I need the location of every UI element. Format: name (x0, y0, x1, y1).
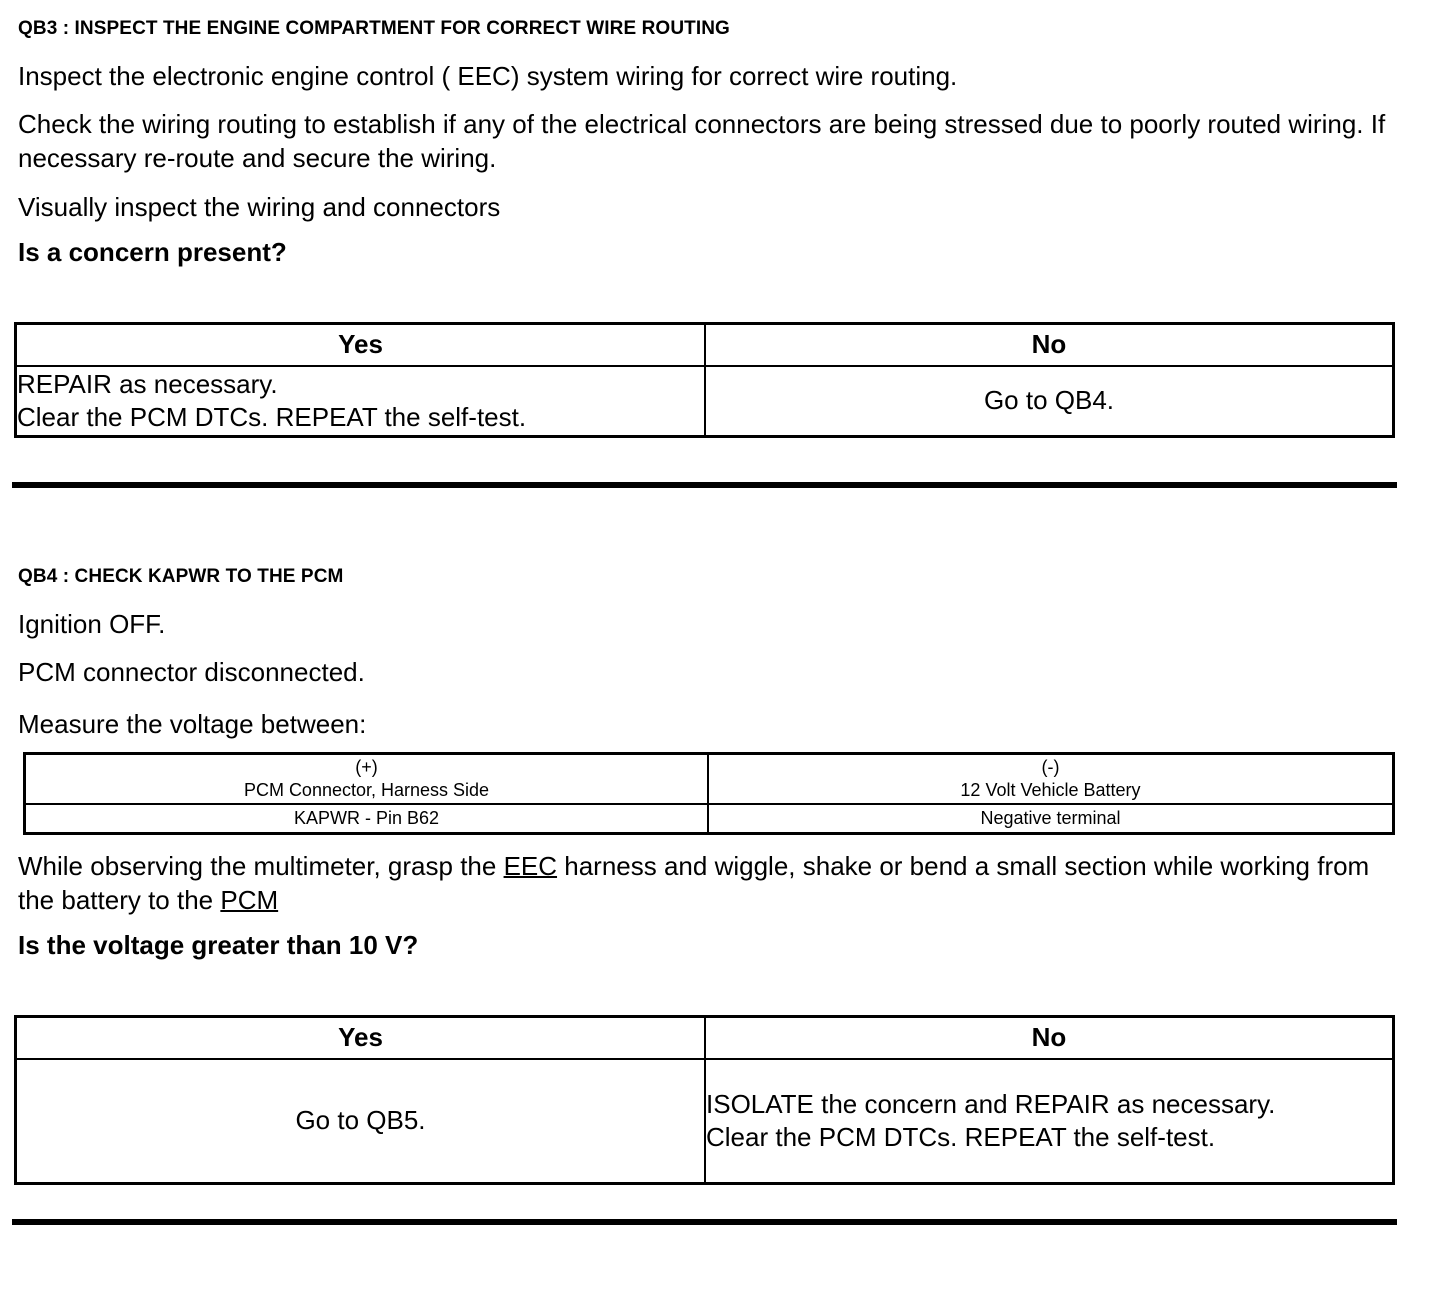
table-header-row: Yes No (14, 322, 1395, 367)
section-divider-rule-bottom (12, 1219, 1397, 1225)
procedure-text-segment: harness and wiggle, shake or bend a smal… (18, 850, 1370, 915)
measurement-source-positive: PCM Connector, Harness Side (243, 779, 490, 800)
voltage-measurement-table: (+) PCM Connector, Harness Side (-) 12 V… (23, 751, 1395, 835)
procedure-paragraph: While observing the multimeter, grasp th… (18, 849, 1408, 918)
table-header-row: Yes No (14, 1015, 1395, 1060)
section-divider-rule (12, 481, 1397, 488)
decision-cell-no: ISOLATE the concern and REPAIR as necess… (704, 1058, 1395, 1185)
measurement-positive-header: (+) PCM Connector, Harness Side (23, 752, 709, 805)
instruction-line: Ignition OFF. (18, 608, 166, 639)
decision-table-qb4: Yes No Go to QB5. ISOLATE the concern an… (14, 1015, 1395, 1185)
measurement-negative-header: (-) 12 Volt Vehicle Battery (706, 752, 1395, 805)
decision-text-line: Go to QB5. (295, 1105, 426, 1136)
decision-text-line: Go to QB4. (983, 385, 1115, 416)
column-header-yes: Yes (14, 322, 706, 367)
polarity-label-positive: (+) (355, 757, 378, 778)
decision-text-line: ISOLATE the concern and REPAIR as necess… (706, 1088, 1276, 1119)
decision-text-line: Clear the PCM DTCs. REPEAT the self-test… (706, 1122, 1216, 1152)
instruction-line: Visually inspect the wiring and connecto… (18, 191, 501, 222)
decision-cell-no: Go to QB4. (704, 364, 1395, 438)
procedure-text-segment: While observing the multimeter, grasp th… (18, 850, 504, 881)
instruction-line: Inspect the electronic engine control ( … (18, 60, 958, 91)
instruction-line: Measure the voltage between: (18, 709, 367, 740)
step-question-qb3: Is a concern present? (18, 237, 287, 268)
step-section-qb3: QB3 : INSPECT THE ENGINE COMPARTMENT FOR… (12, 0, 1426, 488)
measurement-point-negative: Negative terminal (706, 802, 1395, 835)
instruction-line: Check the wiring routing to establish if… (18, 109, 1386, 174)
decision-text-line: Clear the PCM DTCs. REPEAT the self-test… (17, 401, 527, 432)
decision-text-line: REPAIR as necessary. (17, 368, 278, 399)
measurement-point-row: KAPWR - Pin B62 Negative terminal (23, 802, 1395, 835)
step-heading-qb4: QB4 : CHECK KAPWR TO THE PCM (18, 565, 344, 587)
table-row: Go to QB5. ISOLATE the concern and REPAI… (14, 1058, 1395, 1185)
glossary-term-pcm[interactable]: PCM (220, 884, 279, 915)
polarity-label-negative: (-) (1041, 757, 1060, 778)
decision-cell-yes: Go to QB5. (14, 1058, 706, 1185)
step-question-qb4: Is the voltage greater than 10 V? (18, 930, 419, 961)
column-header-no: No (704, 322, 1395, 367)
step-section-qb4: QB4 : CHECK KAPWR TO THE PCM Ignition OF… (12, 488, 1426, 1225)
glossary-term-eec[interactable]: EEC (503, 850, 558, 881)
measurement-header-row: (+) PCM Connector, Harness Side (-) 12 V… (23, 752, 1395, 805)
measurement-point-positive: KAPWR - Pin B62 (23, 802, 709, 835)
measurement-source-negative: 12 Volt Vehicle Battery (960, 779, 1141, 800)
column-header-no: No (704, 1015, 1395, 1060)
instruction-line: PCM connector disconnected. (18, 656, 365, 687)
table-row: REPAIR as necessary. Clear the PCM DTCs.… (14, 364, 1395, 438)
decision-cell-yes: REPAIR as necessary. Clear the PCM DTCs.… (14, 364, 706, 438)
decision-table-qb3: Yes No REPAIR as necessary. Clear the PC… (14, 321, 1395, 438)
step-heading-qb3: QB3 : INSPECT THE ENGINE COMPARTMENT FOR… (18, 18, 730, 39)
column-header-yes: Yes (14, 1015, 706, 1060)
